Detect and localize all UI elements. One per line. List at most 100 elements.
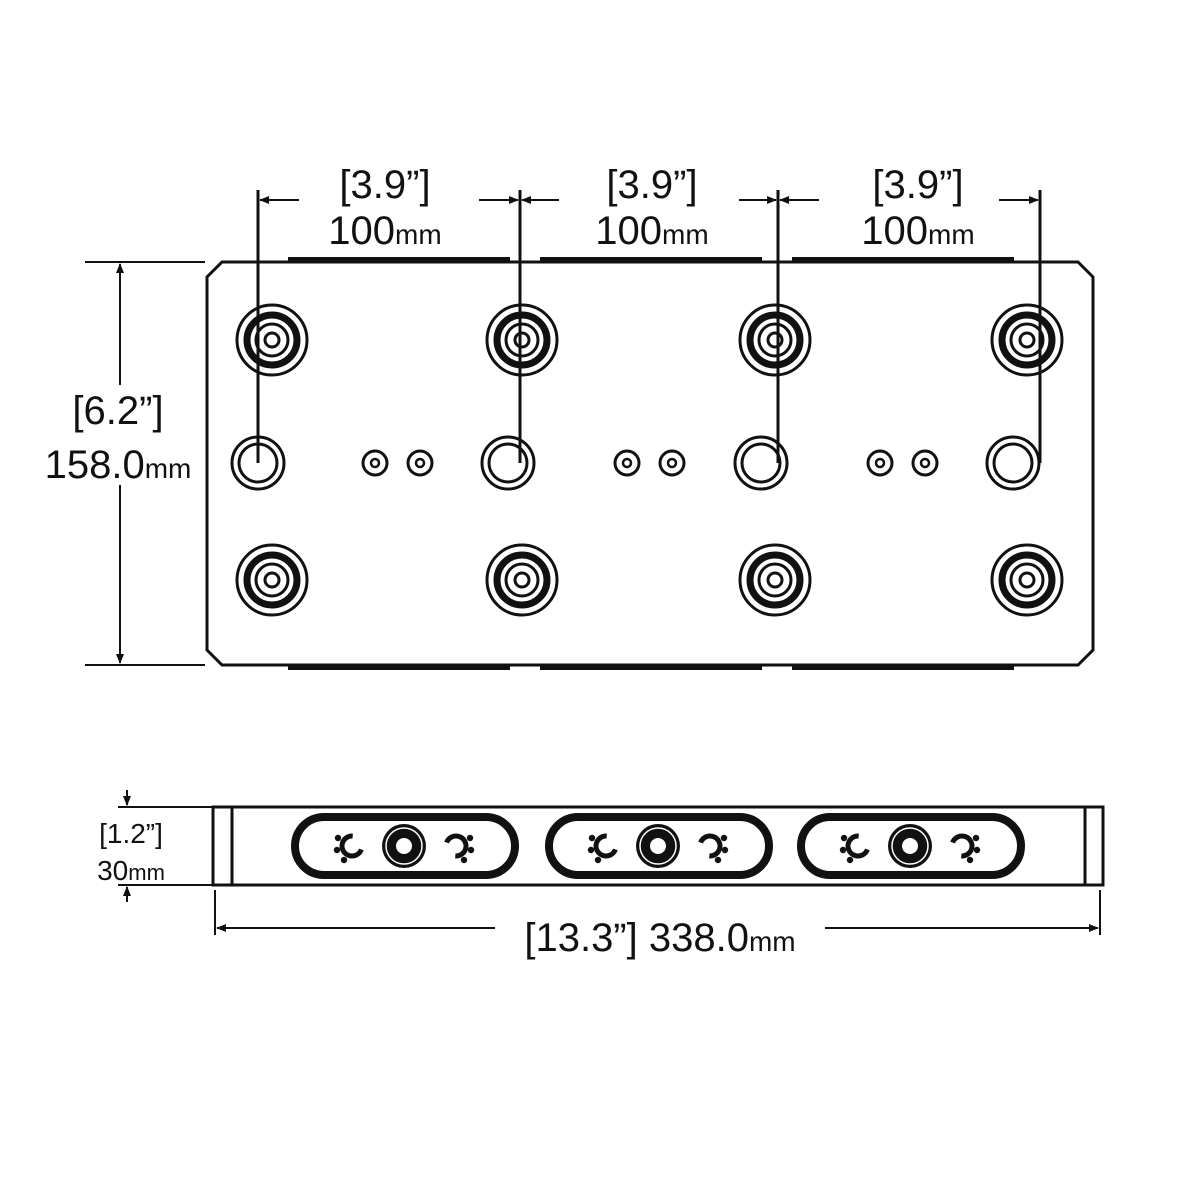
mount-connector-icon (738, 543, 812, 617)
latch-tooth (973, 846, 981, 854)
connector-outer (990, 543, 1064, 617)
connector-outer (235, 543, 309, 617)
side-outline (211, 805, 1105, 887)
port-center (902, 838, 918, 854)
mount-connector-icon (990, 303, 1064, 377)
latch-icon (593, 833, 619, 859)
top-view-plate (205, 257, 1095, 670)
mount-connector-icon (485, 543, 559, 617)
port-ring (385, 827, 423, 865)
latch-icon (949, 833, 975, 859)
latch-tooth (466, 834, 474, 842)
small-hole-inner (874, 457, 886, 469)
latch-tooth (587, 846, 595, 854)
connector-outer (485, 303, 559, 377)
spacing-dim-1-mm: 100mm (328, 209, 441, 253)
connector-center (1018, 331, 1036, 349)
hole-outer (733, 435, 789, 491)
latch-tooth (721, 846, 729, 854)
small-hole-inner (919, 457, 931, 469)
small-hole-icon (911, 449, 939, 477)
mount-hole-icon (985, 435, 1041, 491)
connector-center (263, 331, 281, 349)
port-center (650, 838, 666, 854)
hole-outer (480, 435, 536, 491)
small-hole-outer (361, 449, 389, 477)
latch-tooth (720, 834, 728, 842)
small-hole-inner (621, 457, 633, 469)
latch-tooth (972, 834, 980, 842)
latch-tooth (588, 834, 596, 842)
connector-ring (746, 551, 804, 609)
hole-inner (740, 442, 782, 484)
connector-inner (1009, 562, 1045, 598)
connector-ring (493, 551, 551, 609)
mount-connector-icon (235, 303, 309, 377)
latch-icon (845, 833, 871, 859)
latch-icon (339, 833, 365, 859)
connector-ring (243, 551, 301, 609)
connector-outer (738, 303, 812, 377)
height-dim-mm: 158.0mm (45, 443, 192, 487)
latch-tooth (334, 834, 342, 842)
latch-tooth (333, 846, 341, 854)
connector-inner (504, 562, 540, 598)
mount-connector-icon (235, 543, 309, 617)
connector-ring (998, 311, 1056, 369)
connector-center (513, 331, 531, 349)
connector-slot-icon (291, 813, 519, 879)
dimension-lines (85, 190, 1101, 935)
spacing-dim-2-mm: 100mm (595, 209, 708, 253)
connector-outer (990, 303, 1064, 377)
connector-inner (1009, 322, 1045, 358)
connector-center (766, 331, 784, 349)
connector-center (513, 571, 531, 589)
spacing-dim-1-inch: [3.9”] (339, 163, 430, 207)
connector-inner (254, 322, 290, 358)
connector-inner (757, 562, 793, 598)
side-view-plate (211, 805, 1105, 887)
thickness-dim-inch: [1.2”] (99, 818, 163, 849)
connector-ring (746, 311, 804, 369)
slot-outline (291, 813, 519, 879)
spacing-dim-3-mm: 100mm (861, 209, 974, 253)
connector-ring (493, 311, 551, 369)
connector-inner (757, 322, 793, 358)
thickness-dim-mm: 30mm (97, 855, 165, 886)
connector-center (1018, 571, 1036, 589)
slot-outline (545, 813, 773, 879)
latch-tooth (594, 856, 602, 864)
mount-connector-icon (990, 543, 1064, 617)
mount-connector-icon (738, 303, 812, 377)
connector-slot-icon (797, 813, 1025, 879)
latch-icon (697, 833, 723, 859)
port-center (396, 838, 412, 854)
latch-tooth (840, 834, 848, 842)
connector-inner (504, 322, 540, 358)
port-ring (639, 827, 677, 865)
connector-outer (235, 303, 309, 377)
connector-inner (254, 562, 290, 598)
latch-tooth (340, 856, 348, 864)
small-hole-outer (911, 449, 939, 477)
small-hole-inner (414, 457, 426, 469)
port-ring (891, 827, 929, 865)
connector-ring (243, 311, 301, 369)
small-hole-outer (658, 449, 686, 477)
length-dim: [13.3”] 338.0mm (524, 916, 795, 960)
latch-tooth (966, 856, 974, 864)
small-hole-outer (613, 449, 641, 477)
connector-outer (485, 543, 559, 617)
connector-ring (998, 551, 1056, 609)
plate-outline (205, 260, 1095, 667)
hole-inner (487, 442, 529, 484)
slot-outline (797, 813, 1025, 879)
latch-tooth (846, 856, 854, 864)
small-hole-icon (613, 449, 641, 477)
small-hole-outer (866, 449, 894, 477)
small-hole-icon (658, 449, 686, 477)
mount-hole-icon (480, 435, 536, 491)
latch-tooth (467, 846, 475, 854)
latch-tooth (460, 856, 468, 864)
latch-icon (443, 833, 469, 859)
